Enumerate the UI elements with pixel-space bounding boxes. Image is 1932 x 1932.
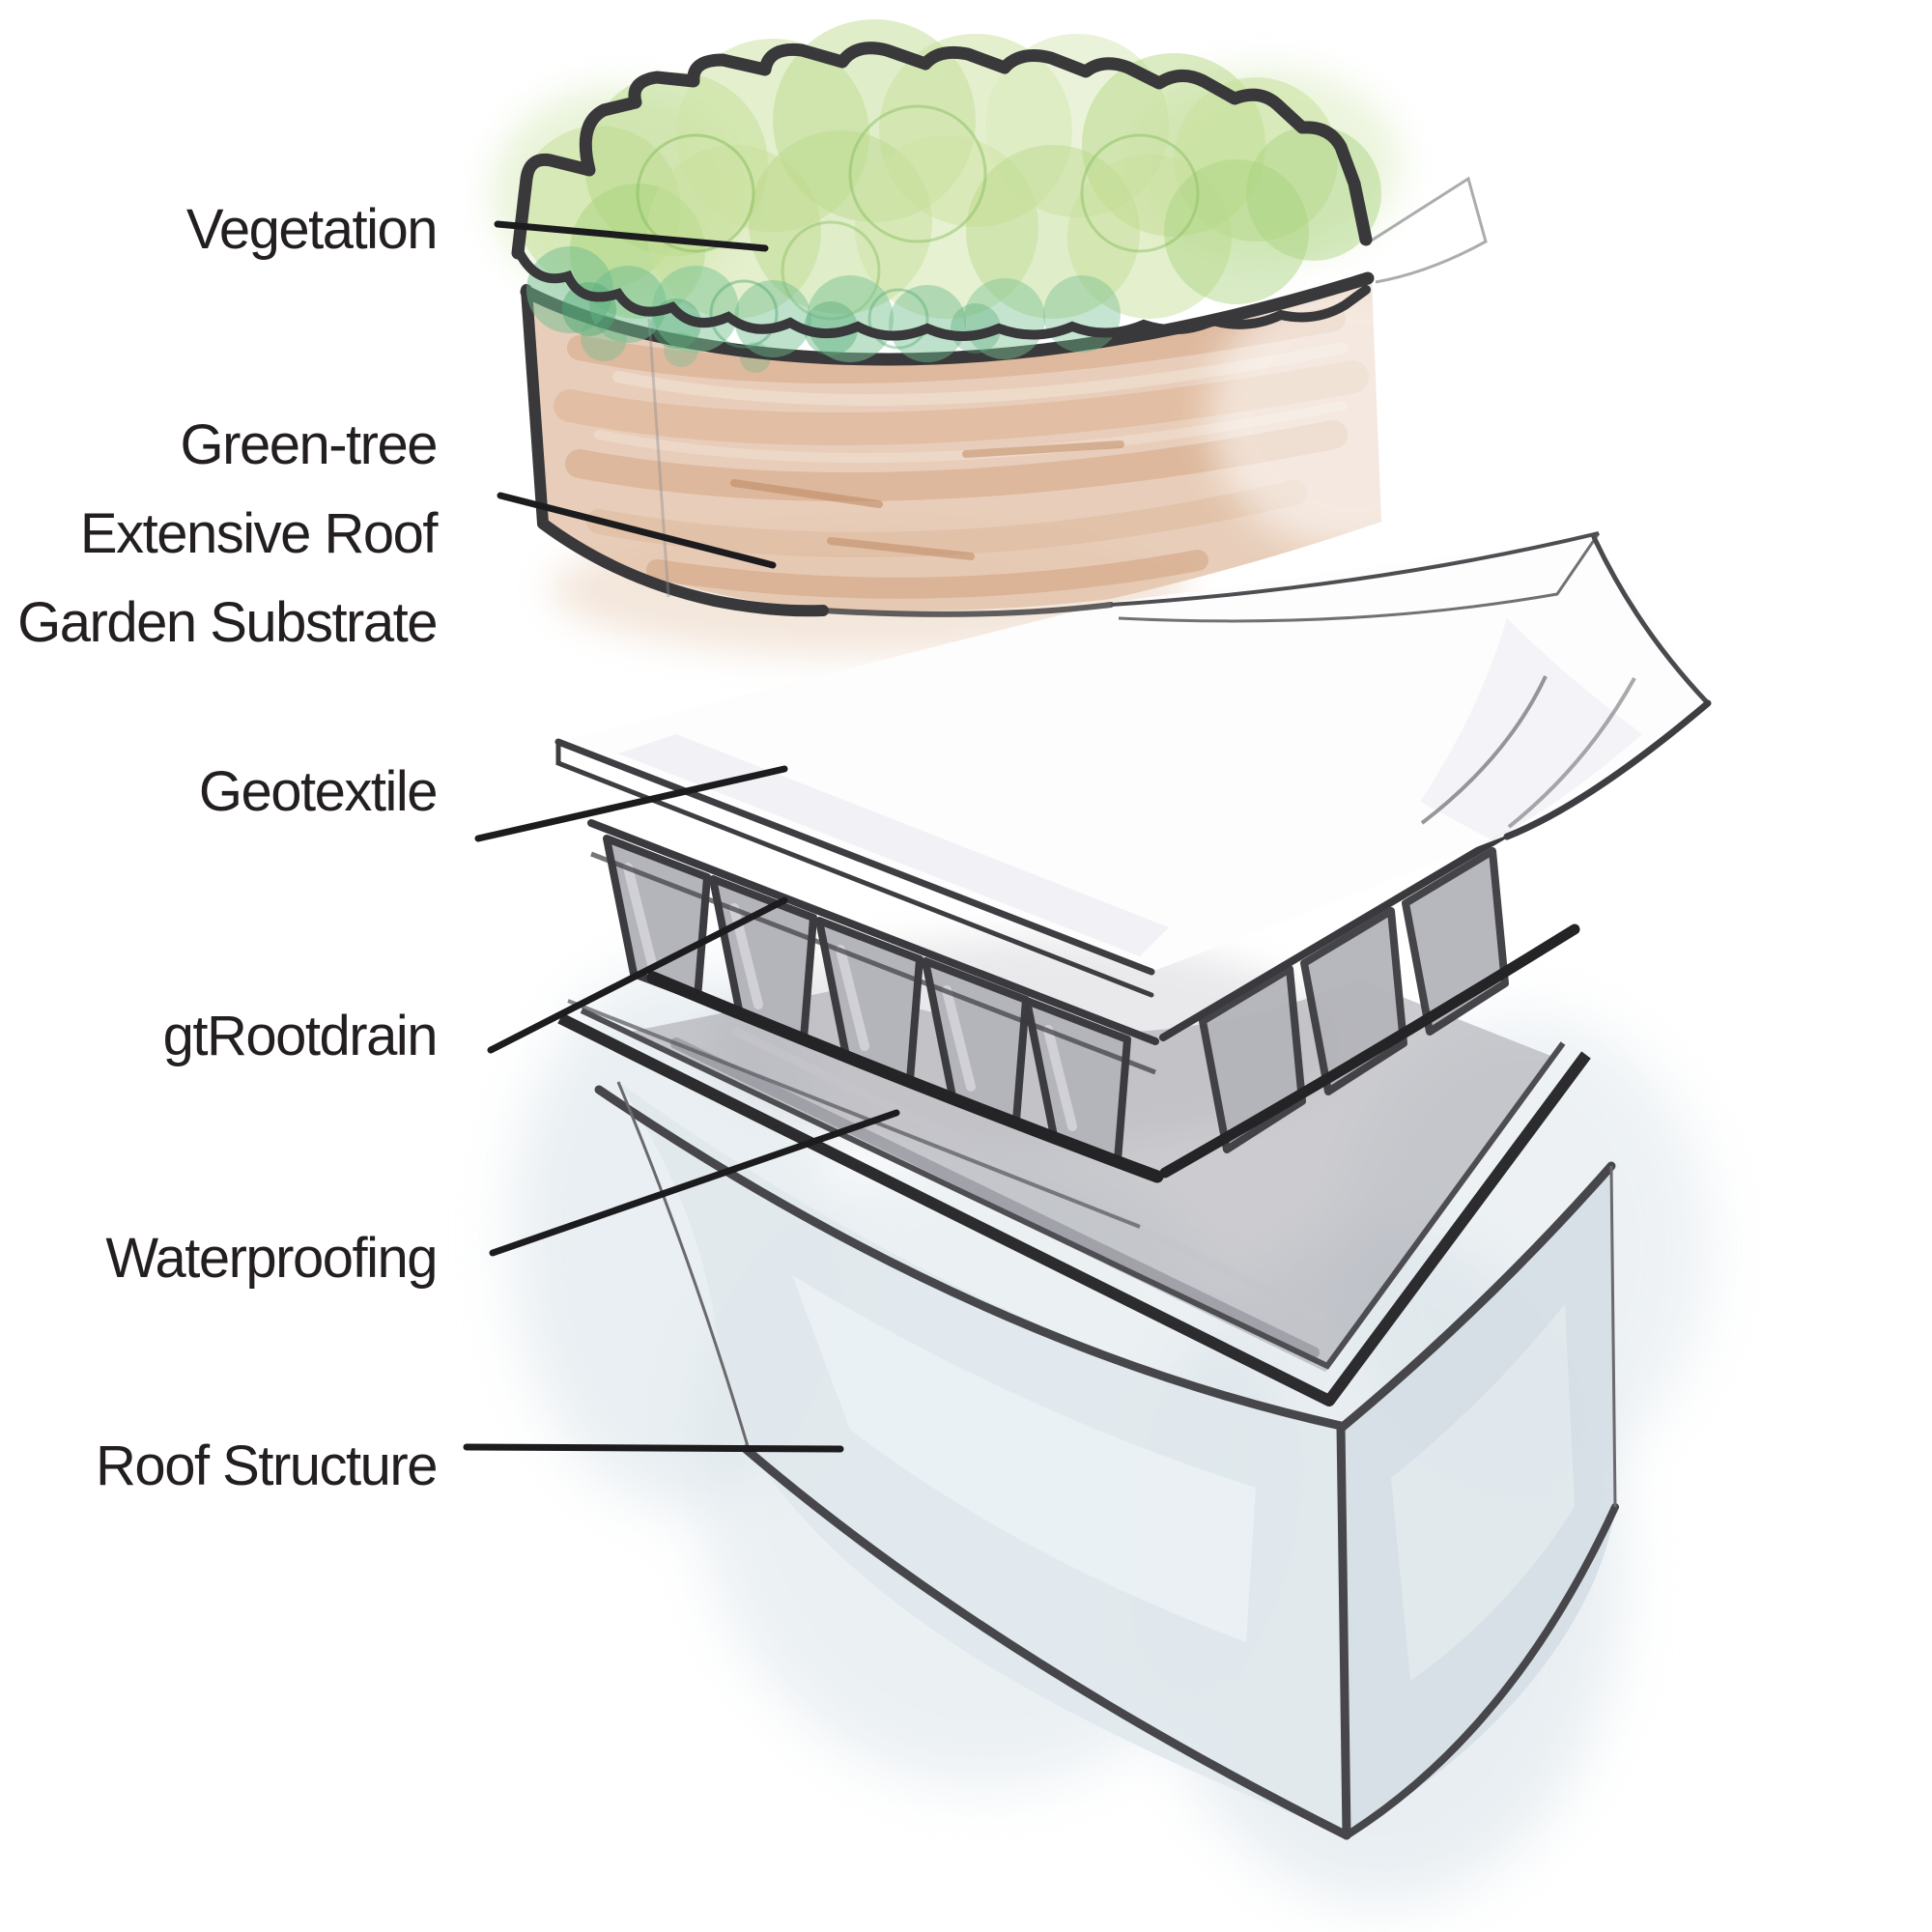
leader-waterproofing — [489, 1109, 900, 1257]
label-rootdrain: gtRootdrain — [162, 1005, 439, 1067]
label-roof-structure: Roof Structure — [96, 1435, 438, 1497]
label-vegetation: Vegetation — [185, 198, 439, 261]
leader-vegetation — [494, 220, 769, 252]
leader-geotextile — [474, 765, 788, 842]
label-substrate: Green-tree Extensive Roof Garden Substra… — [17, 401, 439, 668]
leader-roof-structure — [463, 1443, 844, 1453]
rootdrain-right-cups — [1159, 831, 1580, 1179]
label-substrate-line3: Garden Substrate — [17, 591, 438, 654]
label-substrate-line1: Green-tree — [180, 413, 439, 476]
leader-substrate — [497, 492, 777, 569]
rootdrain-illustration — [587, 819, 1164, 1183]
leader-rootdrain — [487, 896, 788, 1054]
vegetation-illustration — [511, 19, 1381, 362]
geotextile-illustration — [554, 534, 1712, 998]
roof-structure-illustration — [594, 1081, 1619, 1840]
label-waterproofing: Waterproofing — [105, 1227, 438, 1290]
label-substrate-line2: Extensive Roof — [79, 502, 439, 565]
leader-lines — [463, 220, 900, 1453]
label-geotextile: Geotextile — [198, 760, 439, 823]
substrate-illustration — [520, 176, 1601, 623]
